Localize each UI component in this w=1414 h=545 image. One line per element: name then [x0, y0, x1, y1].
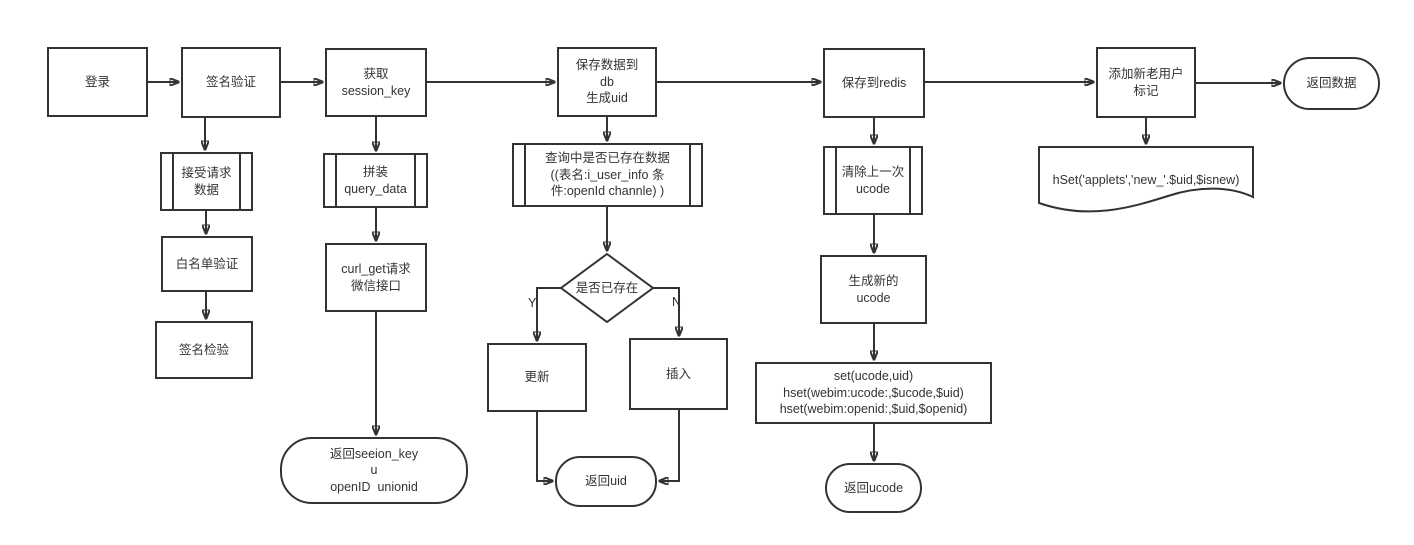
node-save-redis-label: 保存到redis [841, 75, 907, 90]
node-curl-get-wechat-label: curl_get请求 微信接口 [341, 262, 411, 293]
node-return-uid-label: 返回uid [585, 474, 627, 489]
decision-yes-label: Y [528, 296, 537, 310]
node-whitelist-verify: 白名单验证 [161, 236, 253, 292]
node-whitelist-verify-label: 白名单验证 [175, 256, 239, 271]
node-exists-decision-label: 是否已存在 [575, 280, 639, 295]
node-hset-document-label: hSet('applets','new_'.$uid,$isnew) [1052, 172, 1240, 187]
node-redis-commands-label: set(ucode,uid) hset(webim:ucode:,$ucode,… [779, 369, 968, 417]
node-return-data-label: 返回数据 [1306, 76, 1357, 91]
predefined-side-bar [172, 154, 174, 209]
node-clear-prev-ucode-label: 清除上一次 ucode [841, 165, 905, 196]
node-return-session-key: 返回seeion_key u openID unionid [280, 437, 468, 504]
edge-decision-no-to-insert [653, 287, 679, 336]
node-exists-decision: 是否已存在 [560, 253, 654, 323]
predefined-side-bar [239, 154, 241, 209]
node-sign-check-label: 签名检验 [178, 342, 229, 357]
node-query-exists-label: 查询中是否已存在数据 ((表名:i_user_info 条 件:openId c… [544, 151, 670, 199]
document-shape [1038, 146, 1254, 213]
node-gen-new-ucode-label: 生成新的 ucode [848, 274, 899, 305]
node-add-new-old-flag: 添加新老用户 标记 [1096, 47, 1196, 118]
node-assemble-query-data-label: 拼装 query_data [344, 165, 407, 196]
edge-insert-to-return-uid [659, 410, 680, 481]
predefined-side-bar [909, 148, 911, 213]
predefined-side-bar [835, 148, 837, 213]
node-query-exists: 查询中是否已存在数据 ((表名:i_user_info 条 件:openId c… [512, 143, 703, 207]
node-accept-request: 接受请求 数据 [160, 152, 253, 211]
node-assemble-query-data: 拼装 query_data [323, 153, 428, 208]
node-sign-verify: 签名验证 [181, 47, 281, 118]
node-insert: 插入 [629, 338, 728, 410]
edge-decision-yes-to-update [537, 287, 561, 341]
node-update: 更新 [487, 343, 587, 412]
predefined-side-bar [689, 145, 691, 205]
node-save-redis: 保存到redis [823, 48, 925, 118]
node-login: 登录 [47, 47, 148, 117]
node-hset-document: hSet('applets','new_'.$uid,$isnew) [1038, 146, 1254, 226]
edge-update-to-return-uid [536, 412, 553, 481]
node-add-new-old-flag-label: 添加新老用户 标记 [1108, 67, 1184, 98]
decision-no-label: N [672, 295, 682, 309]
node-get-session-key-label: 获取 session_key [341, 67, 411, 98]
node-return-ucode: 返回ucode [825, 463, 922, 513]
node-sign-check: 签名检验 [155, 321, 253, 379]
node-get-session-key: 获取 session_key [325, 48, 427, 117]
node-sign-verify-label: 签名验证 [205, 75, 256, 90]
node-clear-prev-ucode: 清除上一次 ucode [823, 146, 923, 215]
node-accept-request-label: 接受请求 数据 [181, 166, 232, 197]
decision-diamond-shape [560, 253, 654, 323]
node-return-uid: 返回uid [555, 456, 657, 507]
node-save-db-label: 保存数据到 db 生成uid [575, 58, 639, 106]
node-return-ucode-label: 返回ucode [843, 480, 904, 495]
predefined-side-bar [414, 155, 416, 206]
predefined-side-bar [524, 145, 526, 205]
node-save-db: 保存数据到 db 生成uid [557, 47, 657, 117]
node-redis-commands: set(ucode,uid) hset(webim:ucode:,$ucode,… [755, 362, 992, 424]
node-gen-new-ucode: 生成新的 ucode [820, 255, 927, 324]
node-insert-label: 插入 [665, 366, 691, 381]
node-curl-get-wechat: curl_get请求 微信接口 [325, 243, 427, 312]
node-return-data: 返回数据 [1283, 57, 1380, 110]
node-login-label: 登录 [84, 74, 110, 89]
node-return-session-key-label: 返回seeion_key u openID unionid [329, 446, 419, 494]
predefined-side-bar [335, 155, 337, 206]
node-update-label: 更新 [524, 370, 550, 385]
